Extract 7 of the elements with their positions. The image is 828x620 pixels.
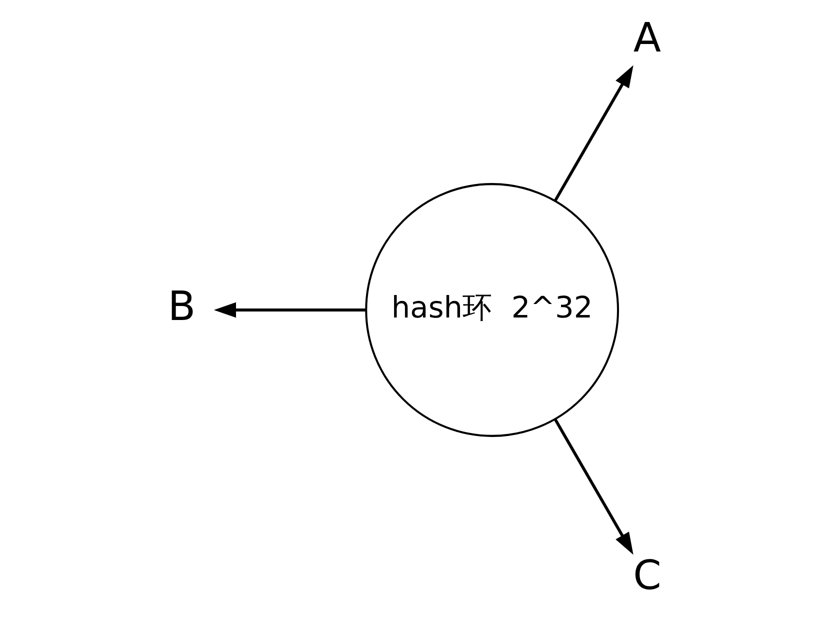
arrow	[553, 65, 633, 202]
arrow	[213, 302, 366, 318]
node-circle: hash环 2^32	[364, 183, 619, 437]
node-text: B	[167, 282, 196, 330]
node-text: A	[632, 13, 661, 62]
node-text: C	[632, 550, 661, 599]
arrow	[553, 418, 633, 555]
